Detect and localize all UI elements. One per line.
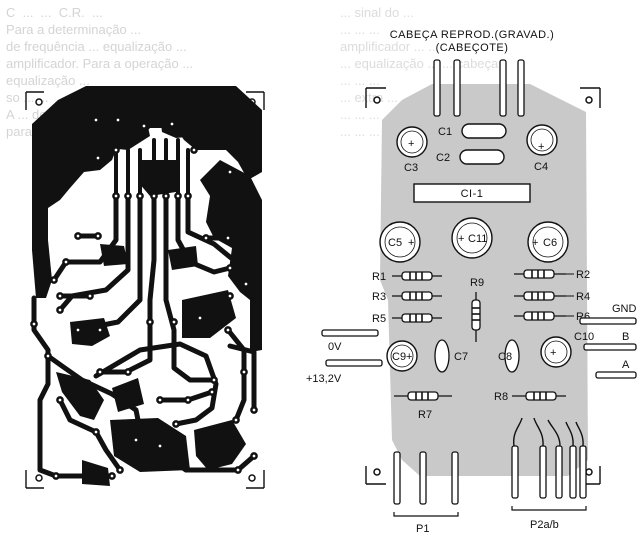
p2-label: P2a/b	[530, 519, 559, 531]
svg-text:+: +	[408, 237, 414, 249]
svg-text:+: +	[532, 237, 538, 249]
p1-bracket	[393, 512, 459, 517]
resistor-r2-label: R2	[576, 269, 590, 281]
head-subtitle-label: (CABEÇOTE)	[436, 42, 509, 54]
svg-text:+: +	[408, 138, 414, 150]
svg-text:C1: C1	[438, 126, 452, 138]
ground-plane	[32, 86, 262, 298]
svg-text:+: +	[550, 347, 556, 359]
svg-text:C8: C8	[498, 351, 512, 363]
output-connectors	[579, 317, 637, 379]
svg-text:R8: R8	[494, 391, 508, 403]
mounting-holes-right	[373, 96, 593, 476]
ov-label: 0V	[328, 341, 342, 353]
resistor-r5-label: R5	[372, 313, 386, 325]
p2-pins	[511, 445, 587, 499]
head-title-label: CABEÇA REPROD.(GRAVAD.)	[390, 29, 555, 41]
background-text-left: C ... ... C.R. ... Para a determinação .…	[6, 5, 194, 139]
capacitor-c10: + C10	[540, 331, 594, 368]
resistor-r4-label: R4	[576, 291, 590, 303]
resistor-bands-right	[531, 270, 545, 320]
svg-text:R7: R7	[418, 409, 432, 421]
resistor-r3-label: R3	[372, 291, 386, 303]
p2-bracket	[511, 506, 587, 511]
p2-wires	[512, 417, 584, 447]
svg-text:C10: C10	[574, 331, 594, 343]
integrated-circuit-ci1: CI-1	[413, 183, 531, 203]
solder-pads	[30, 116, 258, 480]
p1-label: P1	[416, 523, 429, 535]
b-label: B	[622, 331, 629, 343]
power-connectors	[321, 329, 383, 367]
svg-text:C9: C9	[392, 351, 406, 363]
svg-text:C4: C4	[534, 161, 548, 173]
svg-text:C11: C11	[468, 233, 487, 245]
capacitor-c11: + C11	[451, 217, 493, 259]
capacitor-c9: C9 +	[386, 340, 418, 372]
capacitor-c6: + C6	[527, 221, 569, 263]
svg-text:+: +	[458, 233, 464, 245]
svg-text:C5: C5	[388, 237, 402, 249]
svg-text:C3: C3	[404, 162, 418, 174]
resistors-right	[514, 269, 566, 321]
resistor-label-leaders	[566, 273, 574, 317]
board-outline-right	[365, 87, 601, 485]
resistor-r1-label: R1	[372, 271, 386, 283]
pcb-copper-layout	[25, 86, 265, 489]
v132-label: +13,2V	[306, 373, 342, 385]
svg-text:+: +	[406, 351, 412, 363]
board-silhouette	[380, 84, 588, 476]
svg-text:C2: C2	[436, 152, 450, 164]
resistor-r9: R9	[470, 277, 484, 342]
svg-text:R9: R9	[470, 277, 484, 289]
resistor-bands-left	[409, 272, 423, 322]
gnd-label: GND	[612, 303, 637, 315]
board-outline	[25, 91, 265, 489]
resistor-r7: R7	[394, 391, 452, 421]
ic-pad-traces	[114, 138, 190, 200]
svg-text:+: +	[538, 141, 544, 153]
capacitor-c8: C8	[498, 339, 520, 373]
resistor-r8: R8	[494, 391, 566, 403]
p1-pins	[393, 451, 459, 505]
head-connector-pins	[433, 59, 525, 117]
capacitor-c4: + C4	[526, 124, 558, 173]
background-text-right: ... sinal do ... ... ... ... amplificado…	[340, 5, 499, 139]
capacitor-c1: C1	[438, 123, 507, 139]
pcb-component-layout: CABEÇA REPROD.(GRAVAD.) (CABEÇOTE) C1 C2…	[306, 29, 637, 535]
a-label: A	[622, 359, 630, 371]
capacitor-c5: C5 +	[379, 221, 421, 263]
capacitor-c7: C7	[434, 339, 468, 373]
svg-text:C7: C7	[454, 351, 468, 363]
capacitor-c2: C2	[436, 149, 505, 165]
svg-text:CI-1: CI-1	[461, 188, 484, 200]
svg-text:C6: C6	[543, 237, 557, 249]
capacitor-c3: + C3	[396, 126, 428, 174]
